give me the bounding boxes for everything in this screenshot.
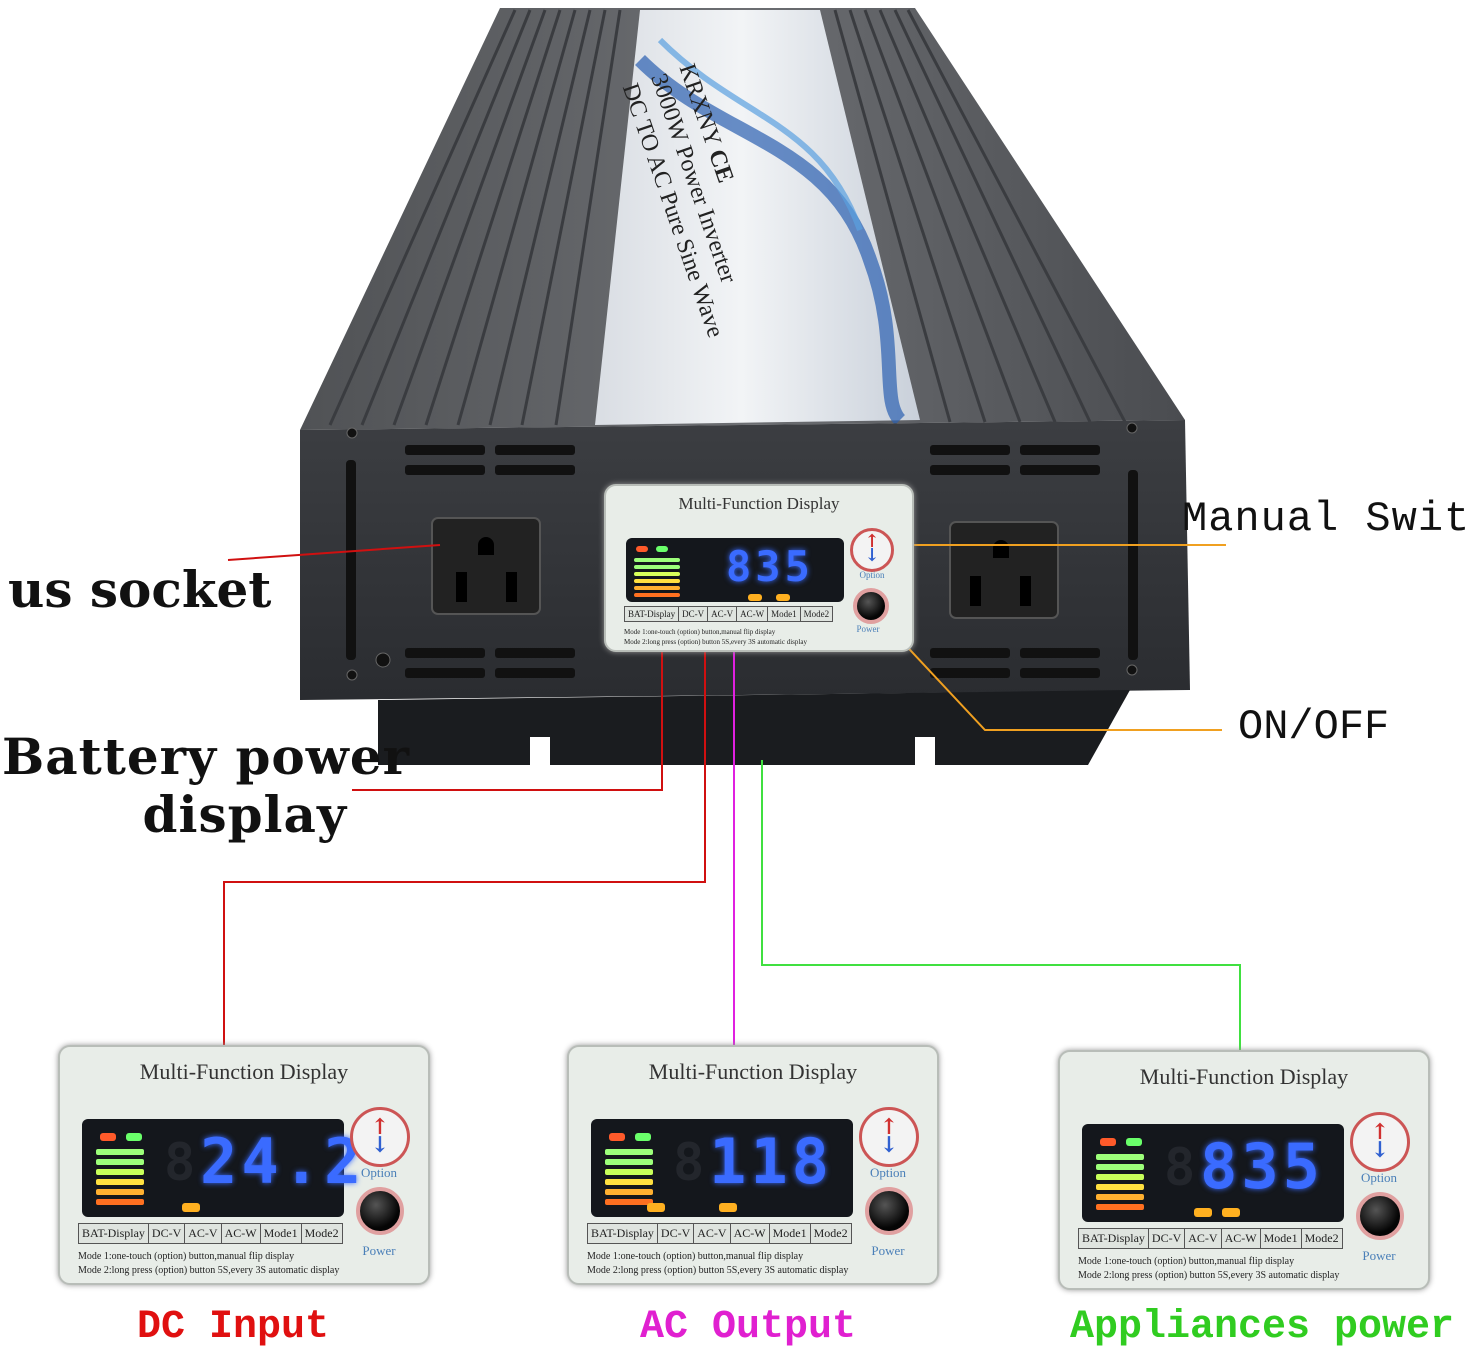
display-title: Multi-Function Display bbox=[678, 494, 840, 513]
mode-tab-strip: BAT-Display DC-V AC-V AC-W Mode1 Mode2 bbox=[78, 1223, 343, 1244]
callout-line-us-socket bbox=[227, 544, 441, 561]
power-label: Power bbox=[871, 1243, 905, 1258]
cooling-fins bbox=[328, 9, 1127, 426]
on-off-power-button[interactable] bbox=[853, 588, 889, 624]
option-label: Option bbox=[859, 570, 885, 580]
manual-switch-label: Manual Switch bbox=[1182, 495, 1469, 543]
mode-indicator-led bbox=[182, 1203, 200, 1212]
multi-function-display-panel-1: Multi-Function Display 8 24.2 ↑↓ Option … bbox=[58, 1045, 430, 1285]
tab-ac-w: AC-W bbox=[1222, 1229, 1261, 1248]
tab-ac-w: AC-W bbox=[731, 1224, 770, 1243]
tab-dc-v: DC-V bbox=[1149, 1229, 1186, 1248]
tab-mode1: Mode1 bbox=[261, 1224, 302, 1243]
display-screen: 8 835 bbox=[1082, 1124, 1344, 1222]
tab-mode1: Mode1 bbox=[770, 1224, 811, 1243]
tab-dc-v: DC-V bbox=[658, 1224, 695, 1243]
tab-bat-display: BAT-Display bbox=[79, 1224, 149, 1243]
power-button[interactable] bbox=[1356, 1192, 1404, 1240]
dc-input-caption: DC Input bbox=[137, 1305, 330, 1350]
display-title: Multi-Function Display bbox=[1139, 1064, 1349, 1089]
appliances-power-caption: Appliances power bbox=[1070, 1305, 1455, 1350]
tab-dc-v: DC-V bbox=[679, 607, 709, 621]
tab-ac-v: AC-V bbox=[1185, 1229, 1222, 1248]
us-socket-label: us socket bbox=[8, 560, 272, 619]
display-title: Multi-Function Display bbox=[139, 1059, 349, 1084]
product-sticker bbox=[595, 10, 920, 425]
mode-indicator-led-2 bbox=[1222, 1208, 1240, 1217]
option-button[interactable]: ↑↓ bbox=[350, 1107, 410, 1167]
option-button[interactable]: ↑↓ bbox=[859, 1107, 919, 1167]
display-title: Multi-Function Display bbox=[648, 1059, 858, 1084]
callout-line-battery bbox=[352, 620, 663, 791]
option-button[interactable]: ↑↓ bbox=[1350, 1112, 1410, 1172]
ac-output-caption: AC Output bbox=[640, 1305, 857, 1350]
tab-ac-w: AC-W bbox=[222, 1224, 261, 1243]
option-label: Option bbox=[869, 1165, 907, 1180]
tab-ac-v: AC-V bbox=[694, 1224, 731, 1243]
digit-readout: 118 bbox=[709, 1125, 833, 1198]
mode1-note: Mode 1:one-touch (option) button,manual … bbox=[624, 628, 776, 636]
mode-indicator-led bbox=[647, 1203, 665, 1212]
digit-readout: 24.2 bbox=[200, 1125, 366, 1198]
mode-indicator-led-2 bbox=[719, 1203, 737, 1212]
tab-bat-display: BAT-Display bbox=[1079, 1229, 1149, 1248]
power-button[interactable] bbox=[356, 1187, 404, 1235]
display-screen: 835 bbox=[626, 538, 844, 602]
tab-mode2: Mode2 bbox=[803, 609, 830, 619]
tab-dc-v: DC-V bbox=[149, 1224, 186, 1243]
tab-mode2: Mode2 bbox=[813, 1226, 848, 1240]
display-screen: 8 118 bbox=[591, 1119, 853, 1217]
manual-switch-option-button[interactable]: ↑↓ bbox=[850, 528, 894, 572]
battery-label-line2: display bbox=[142, 785, 347, 844]
mode1-note: Mode 1:one-touch (option) button,manual … bbox=[587, 1251, 804, 1262]
power-label: Power bbox=[1362, 1248, 1396, 1263]
tab-mode1: Mode1 bbox=[1261, 1229, 1302, 1248]
multi-function-display-panel-3: Multi-Function Display 8 835 ↑↓ Option P… bbox=[1058, 1050, 1430, 1290]
mode2-note: Mode 2:long press (option) button 5S,eve… bbox=[78, 1265, 340, 1276]
tab-bat-display: BAT-Display bbox=[625, 607, 680, 621]
tab-bat-display: BAT-Display bbox=[588, 1224, 658, 1243]
mode-tab-strip: BAT-Display DC-V AC-V AC-W Mode1 Mode2 bbox=[587, 1223, 852, 1244]
mode1-note: Mode 1:one-touch (option) button,manual … bbox=[78, 1251, 295, 1262]
tab-mode2: Mode2 bbox=[304, 1226, 339, 1240]
option-label: Option bbox=[360, 1165, 398, 1180]
tab-ac-v: AC-V bbox=[708, 607, 738, 621]
power-button[interactable] bbox=[865, 1187, 913, 1235]
option-label: Option bbox=[1360, 1170, 1398, 1185]
us-socket-left bbox=[431, 517, 541, 615]
callout-line-dc-input bbox=[223, 618, 706, 1045]
tab-ac-w: AC-W bbox=[737, 607, 769, 621]
callout-line-appliances bbox=[761, 760, 1241, 1050]
us-socket-right bbox=[949, 521, 1059, 619]
tab-mode1: Mode1 bbox=[768, 607, 801, 621]
mode-indicator-led bbox=[1194, 1208, 1212, 1217]
power-label: Power bbox=[856, 624, 880, 634]
tab-ac-v: AC-V bbox=[185, 1224, 222, 1243]
mode-tab-strip: BAT-Display DC-V AC-V AC-W Mode1 Mode2 bbox=[1078, 1228, 1343, 1249]
vent-slots bbox=[346, 445, 1138, 678]
mode-tab-strip: BAT-Display DC-V AC-V AC-W Mode1 Mode2 bbox=[624, 606, 834, 622]
digit-readout: 835 bbox=[1200, 1130, 1324, 1203]
battery-power-display-label: Battery power display bbox=[2, 727, 410, 844]
on-off-label: ON/OFF bbox=[1238, 703, 1390, 751]
tab-mode2: Mode2 bbox=[1304, 1231, 1339, 1245]
mode1-note: Mode 1:one-touch (option) button,manual … bbox=[1078, 1256, 1295, 1267]
power-label: Power bbox=[362, 1243, 396, 1258]
mode2-note: Mode 2:long press (option) button 5S,eve… bbox=[587, 1265, 849, 1276]
battery-label-line1: Battery power bbox=[2, 727, 410, 786]
main-display-panel: Multi-Function Display 835 ↑↓ Option Pow… bbox=[604, 484, 914, 652]
main-digit-readout: 835 bbox=[726, 542, 814, 591]
mounting-bracket bbox=[378, 690, 1130, 765]
multi-function-display-panel-2: Multi-Function Display 8 118 ↑↓ Option P… bbox=[567, 1045, 939, 1285]
mode2-note: Mode 2:long press (option) button 5S,eve… bbox=[1078, 1270, 1340, 1281]
display-screen: 8 24.2 bbox=[82, 1119, 361, 1217]
mode2-note: Mode 2:long press (option) button 5S,eve… bbox=[624, 638, 807, 646]
